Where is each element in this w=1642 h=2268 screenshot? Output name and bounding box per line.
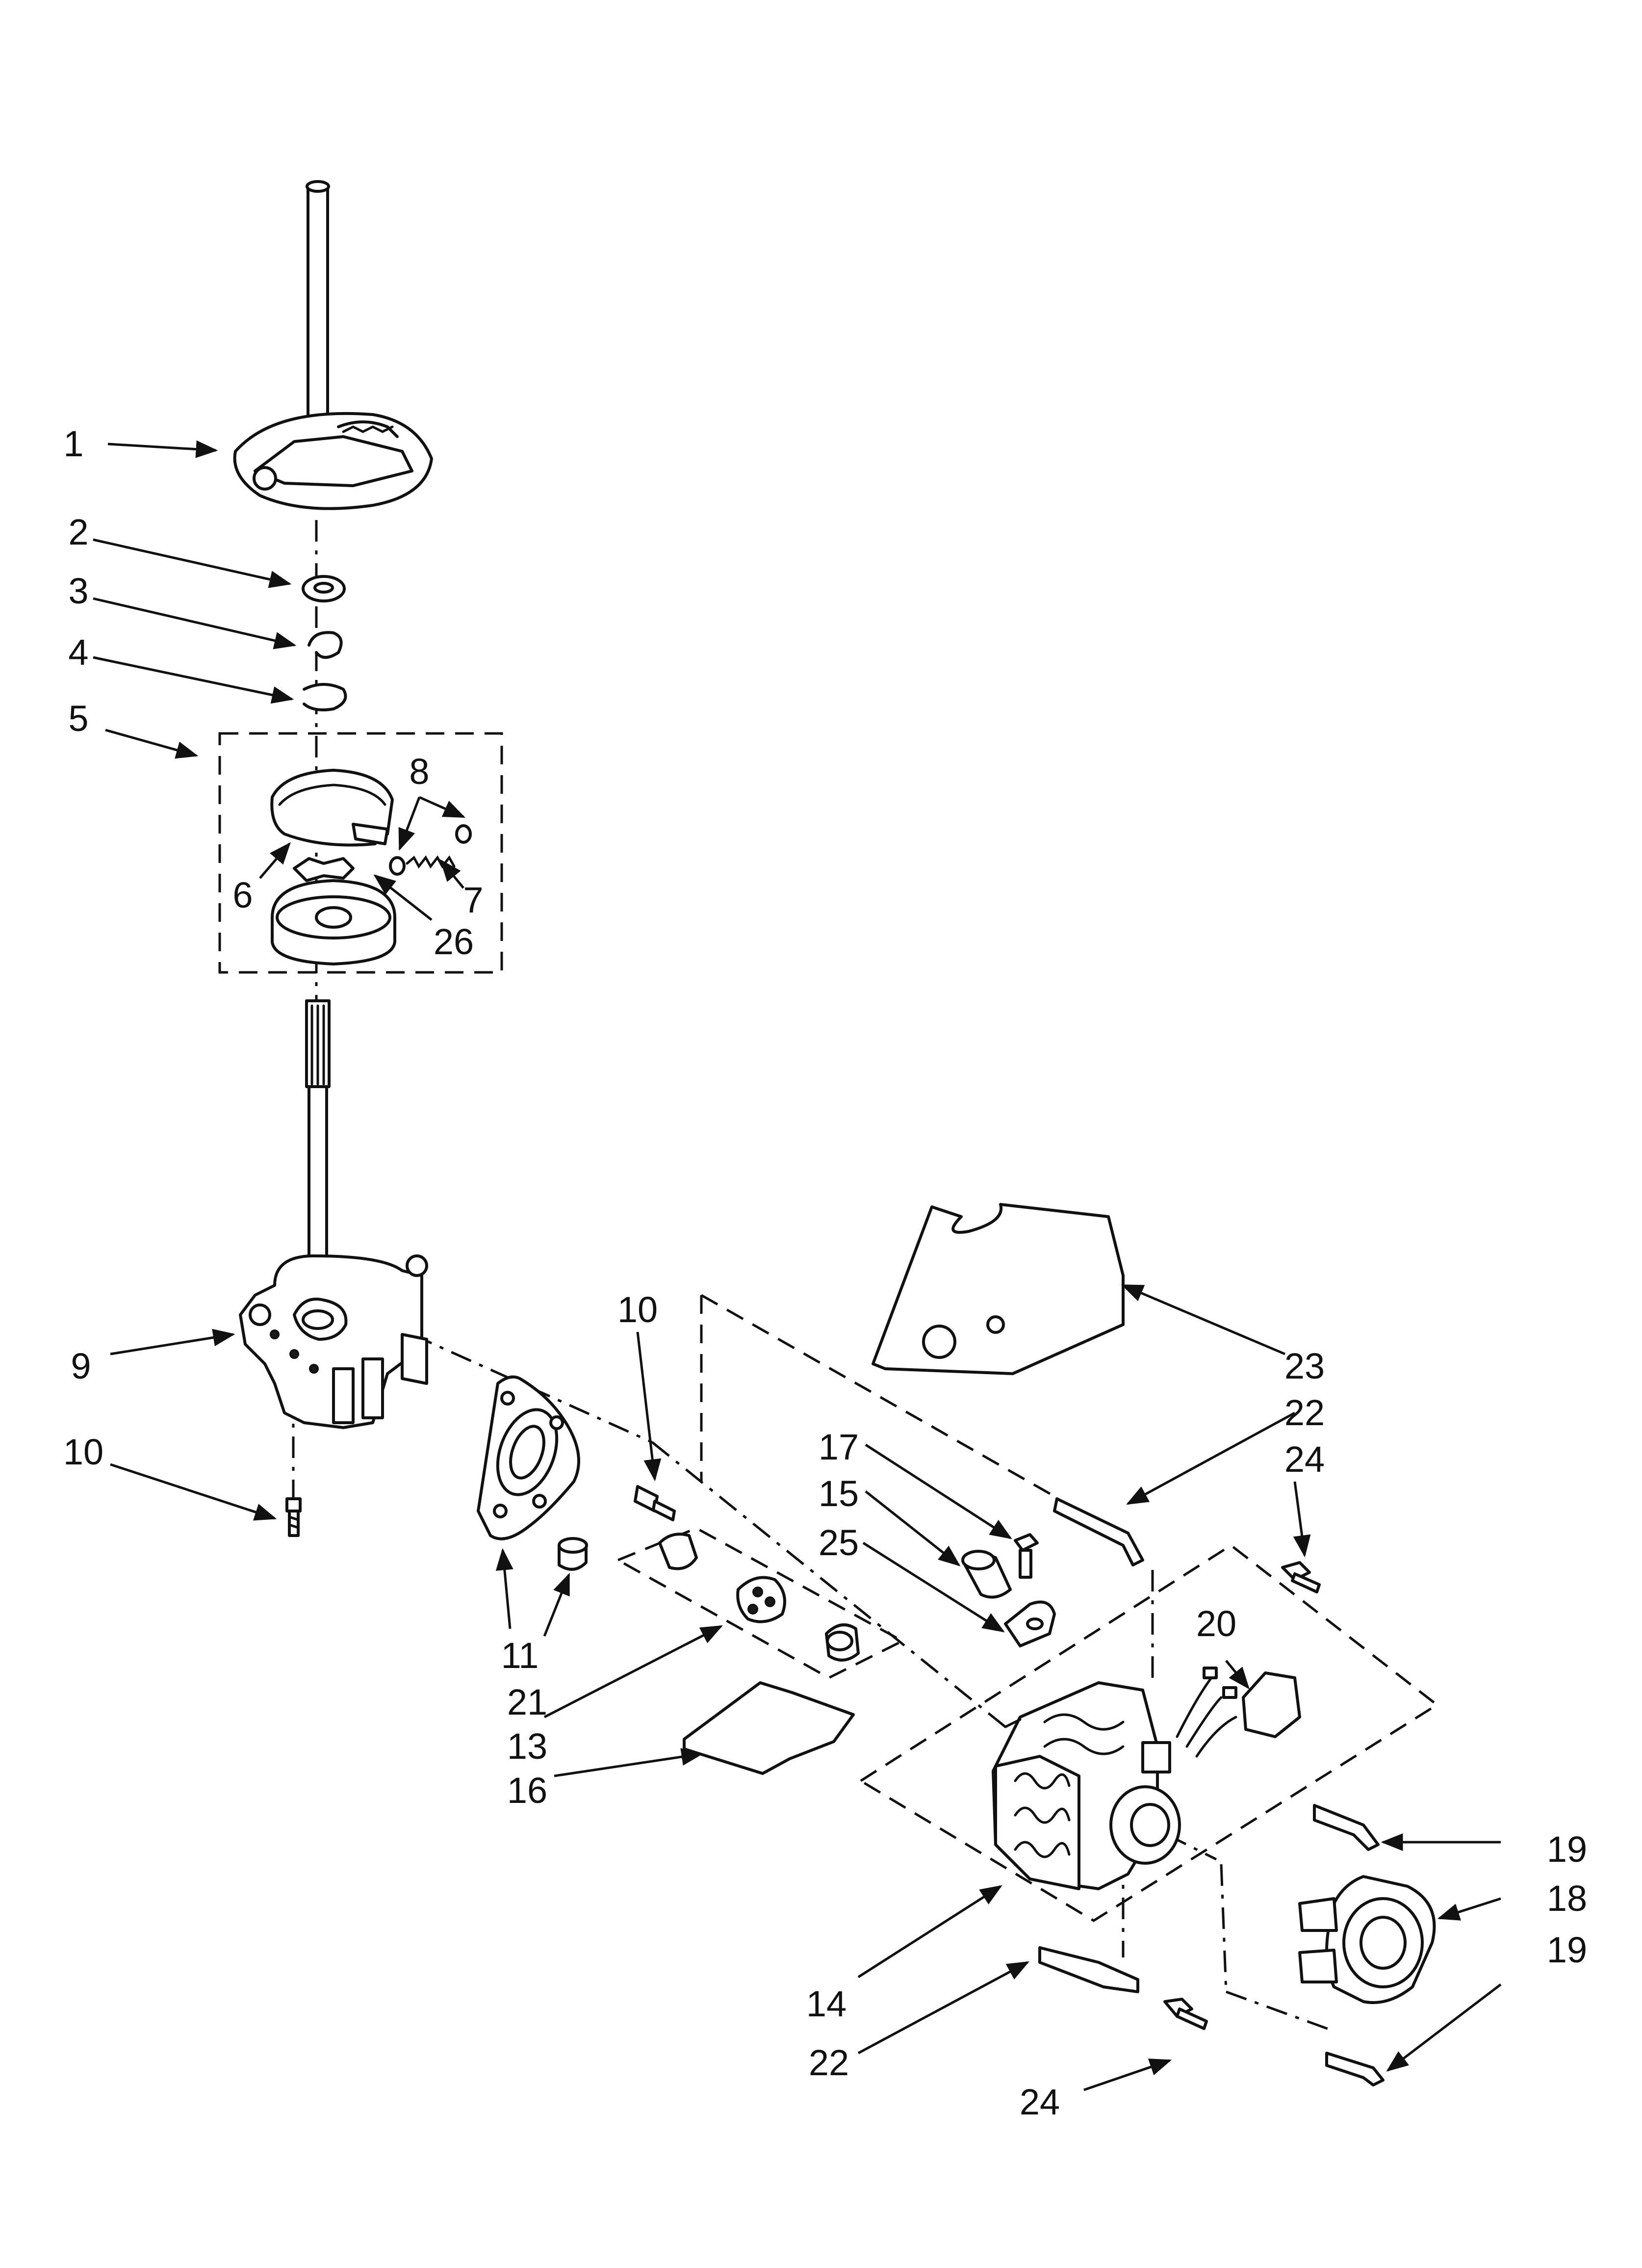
part-26-star-washer — [293, 857, 355, 882]
part-3-clip — [308, 631, 343, 659]
part-25-clamp — [1004, 1600, 1056, 1647]
callout-6: 6 — [232, 875, 253, 915]
part-15-sleeve — [961, 1550, 1012, 1599]
callout-1: 1 — [63, 423, 83, 464]
callout-10-upper: 10 — [617, 1289, 658, 1330]
part-13-coupler-parts — [658, 1533, 860, 1662]
part-18-pump — [1298, 1875, 1436, 2004]
part-2-washer — [302, 575, 346, 602]
callout-24-upper: 24 — [1284, 1439, 1325, 1480]
part-10-bolt-right — [634, 1485, 676, 1521]
callout-7: 7 — [463, 880, 483, 920]
callout-22-lower: 22 — [809, 2042, 849, 2083]
callout-19-upper: 19 — [1547, 1829, 1587, 1870]
callout-labels: 1 2 3 4 5 8 6 7 26 10 9 10 23 22 24 17 1… — [63, 423, 1587, 2122]
part-24-lower-bolt — [1163, 1998, 1208, 2030]
callout-20: 20 — [1196, 1603, 1236, 1644]
part-22-upper-bracket — [1053, 1497, 1144, 1566]
callout-9: 9 — [71, 1346, 91, 1386]
motor-assembly-box — [858, 1543, 1439, 1922]
callout-10-lower: 10 — [63, 1432, 103, 1472]
callout-4: 4 — [68, 632, 88, 673]
part-5-assembly-box — [218, 732, 503, 974]
part-9-transmission — [239, 999, 428, 1429]
callout-2: 2 — [68, 512, 88, 552]
part-22-lower-bracket — [1038, 1946, 1139, 1993]
part-16-pad — [683, 1681, 855, 1775]
part-24-upper-bolt — [1281, 1561, 1321, 1593]
callout-18: 18 — [1547, 1878, 1587, 1919]
part-17-screw — [1014, 1533, 1039, 1579]
part-11-mounting-plate — [477, 1375, 580, 1540]
part-5-hub — [271, 879, 396, 965]
callout-25: 25 — [819, 1522, 859, 1563]
callout-19-lower: 19 — [1547, 1929, 1587, 1970]
callout-14: 14 — [806, 1983, 847, 2024]
part-10-bolt-left — [285, 1497, 302, 1537]
part-14-motor — [992, 1681, 1181, 1890]
part-7-8-spring-set — [389, 824, 472, 876]
part-19-upper-clip — [1313, 1804, 1380, 1851]
callout-26: 26 — [434, 921, 474, 962]
callout-8: 8 — [409, 751, 429, 792]
callout-13: 13 — [507, 1726, 547, 1767]
part-23-shield — [872, 1203, 1125, 1375]
callout-15: 15 — [819, 1473, 859, 1514]
callout-17: 17 — [819, 1427, 859, 1467]
callout-11: 11 — [501, 1635, 539, 1676]
center-lines — [292, 520, 1334, 2033]
part-4-ring — [303, 683, 347, 711]
part-20-switch — [1176, 1667, 1301, 1758]
callout-24-lower: 24 — [1020, 2082, 1060, 2122]
part-6-brake-band — [270, 769, 394, 847]
callout-21: 21 — [507, 1682, 547, 1722]
part-1-shaft-and-cam — [233, 180, 433, 510]
callout-23: 23 — [1284, 1346, 1325, 1386]
guide-line-top — [700, 1294, 1055, 1498]
callout-16: 16 — [507, 1770, 547, 1811]
leader-lines — [93, 440, 1502, 2091]
part-13-kit-box — [615, 1527, 905, 1679]
callout-22-upper: 22 — [1284, 1392, 1325, 1433]
callout-5: 5 — [68, 698, 88, 739]
part-19-lower-clip — [1325, 2052, 1385, 2086]
callout-3: 3 — [68, 571, 88, 611]
part-21-bushing — [558, 1537, 588, 1571]
